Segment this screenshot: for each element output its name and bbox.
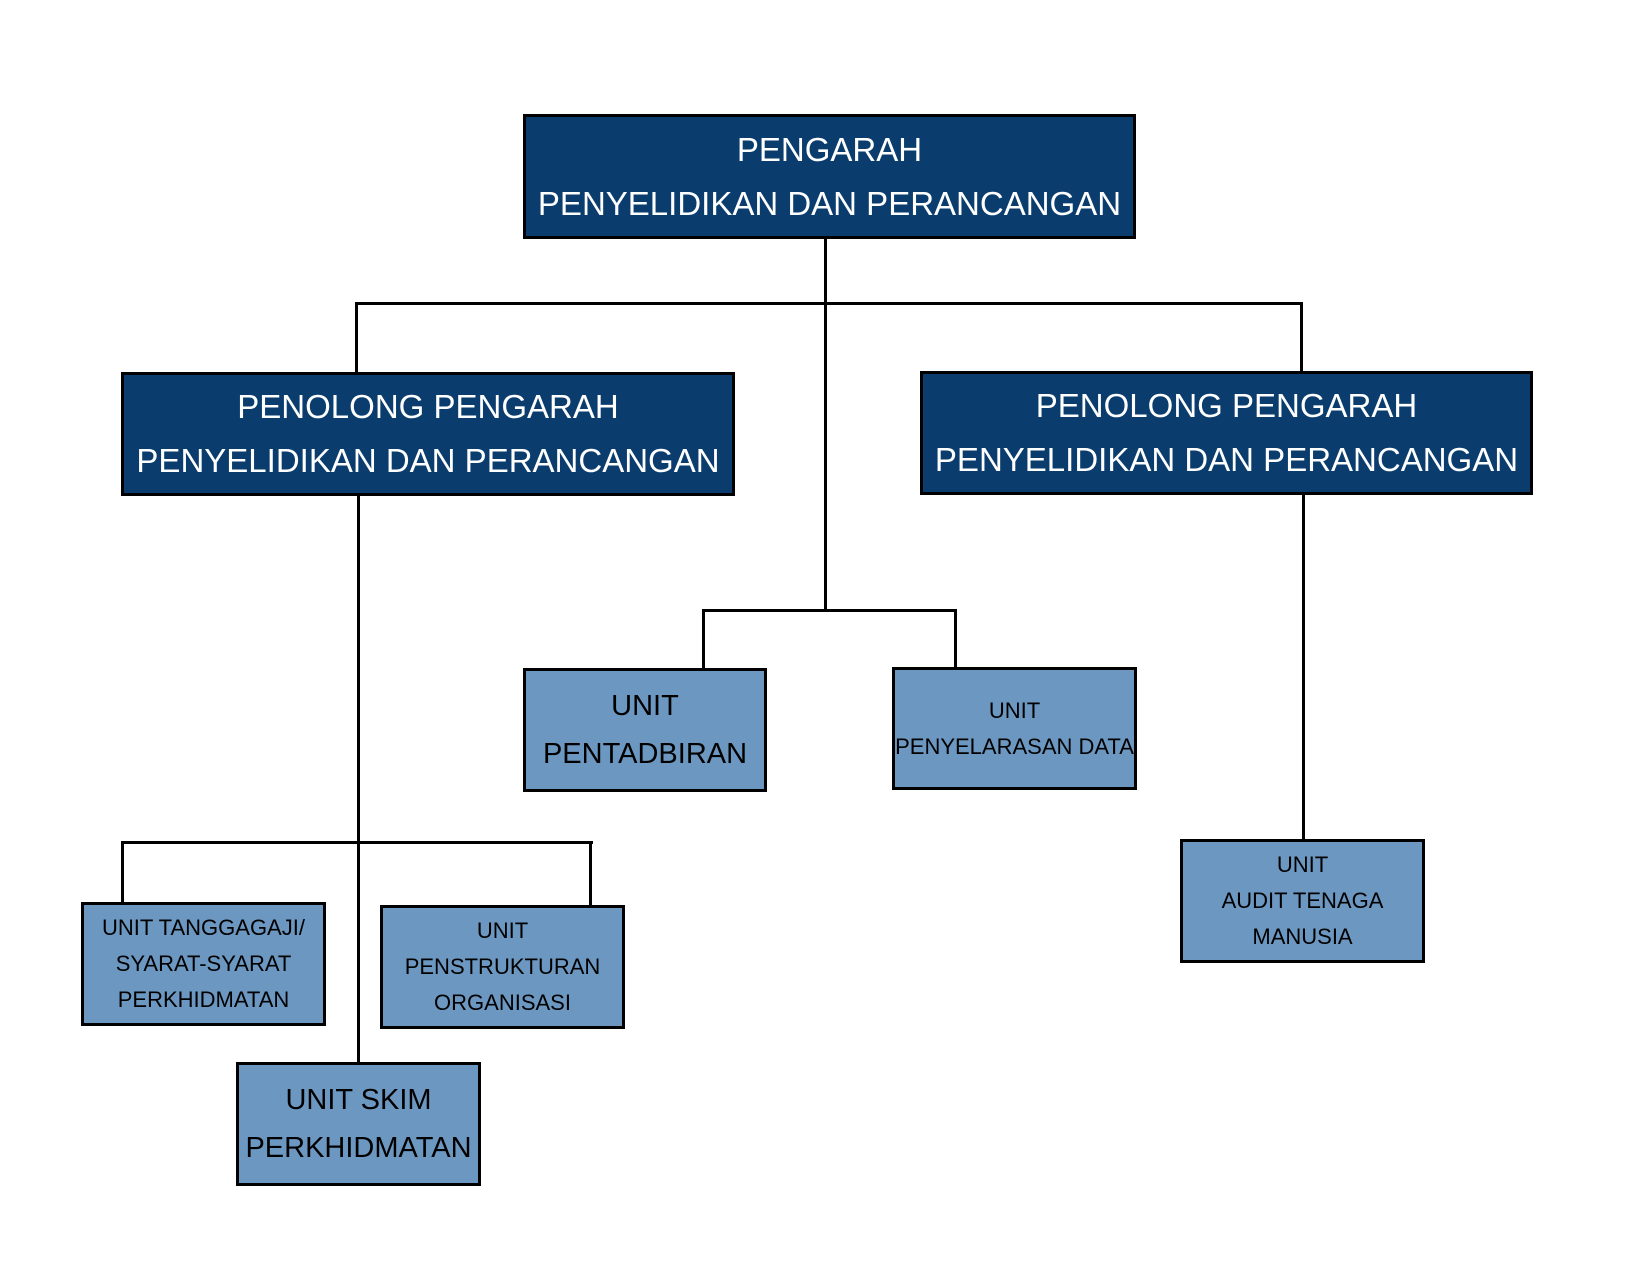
assistant-director-right-subtitle: PENYELIDIKAN DAN PERANCANGAN (934, 441, 1519, 478)
connector-line (121, 841, 593, 844)
connector-line (589, 841, 592, 905)
unit-pentadbiran-line2: PENTADBIRAN (542, 738, 748, 770)
unit-skim-line2: PERKHIDMATAN (245, 1132, 472, 1164)
assistant-director-left-box: PENOLONG PENGARAH PENYELIDIKAN DAN PERAN… (121, 372, 735, 496)
unit-tanggagaji-line2: SYARAT-SYARAT (115, 951, 292, 976)
connector-line (355, 302, 358, 374)
connector-line (1300, 302, 1303, 374)
connector-line (121, 841, 124, 903)
unit-audit-line2: AUDIT TENAGA (1221, 888, 1384, 913)
unit-tanggagaji-box: UNIT TANGGAGAJI/ SYARAT-SYARAT PERKHIDMA… (81, 902, 326, 1026)
unit-audit-line3: MANUSIA (1252, 924, 1353, 949)
unit-penyelarasan-line2: PENYELARASAN DATA (895, 733, 1134, 759)
assistant-director-left-subtitle: PENYELIDIKAN DAN PERANCANGAN (136, 442, 720, 479)
unit-skim-perkhidmatan-box: UNIT SKIM PERKHIDMATAN (236, 1062, 481, 1186)
unit-tanggagaji-line3: PERKHIDMATAN (117, 987, 290, 1012)
unit-pentadbiran-box: UNIT PENTADBIRAN (523, 668, 767, 792)
director-title: PENGARAH (736, 130, 923, 168)
assistant-director-right-title: PENOLONG PENGARAH (1035, 387, 1418, 424)
connector-line (355, 302, 1303, 305)
unit-tanggagaji-line1: UNIT TANGGAGAJI/ (102, 915, 305, 940)
director-box: PENGARAH PENYELIDIKAN DAN PERANCANGAN (523, 114, 1136, 239)
unit-penstrukturan-box: UNIT PENSTRUKTURAN ORGANISASI (380, 905, 625, 1029)
unit-audit-line1: UNIT (1276, 852, 1329, 877)
unit-penyelarasan-line1: UNIT (988, 697, 1041, 723)
connector-line (954, 609, 957, 669)
unit-pentadbiran-line1: UNIT (611, 690, 679, 722)
unit-skim-line1: UNIT SKIM (285, 1084, 432, 1116)
unit-penyelarasan-data-box: UNIT PENYELARASAN DATA (892, 667, 1137, 790)
assistant-director-right-box: PENOLONG PENGARAH PENYELIDIKAN DAN PERAN… (920, 371, 1533, 495)
connector-line (702, 609, 957, 612)
unit-audit-tenaga-manusia-box: UNIT AUDIT TENAGA MANUSIA (1180, 839, 1425, 963)
unit-penstrukturan-line3: ORGANISASI (434, 990, 571, 1015)
director-subtitle: PENYELIDIKAN DAN PERANCANGAN (537, 184, 1122, 222)
connector-line (702, 609, 705, 669)
unit-penstrukturan-line1: UNIT (476, 918, 529, 943)
connector-line (357, 495, 360, 1062)
connector-line (1302, 493, 1305, 840)
assistant-director-left-title: PENOLONG PENGARAH (237, 388, 619, 425)
connector-line (824, 237, 827, 612)
unit-penstrukturan-line2: PENSTRUKTURAN (404, 954, 601, 979)
